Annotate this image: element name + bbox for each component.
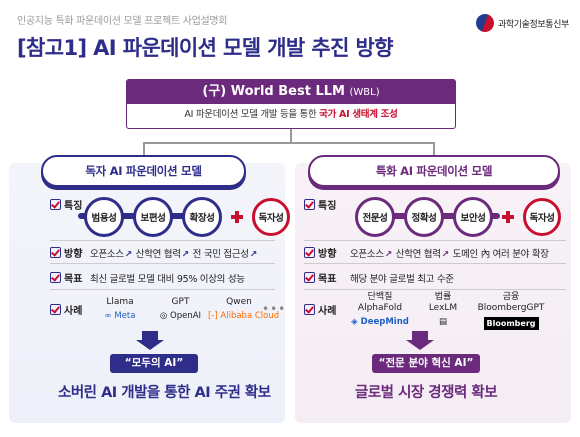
- right-features: 전문성 정확성 보안성 독자성: [355, 197, 561, 237]
- right-arrow-stem: [412, 331, 428, 341]
- feature-circle: 확장성: [182, 197, 222, 237]
- wbl-description: AI 파운데이션 모델 개발 등을 통한 국가 AI 생태계 조성: [127, 106, 455, 120]
- wbl-title-abbr: (WBL): [349, 87, 380, 98]
- wbl-box: [126, 79, 456, 129]
- check-icon: [304, 199, 315, 210]
- page-title: [참고1] AI 파운데이션 모델 개발 추진 방향: [17, 36, 394, 60]
- left-result: 소버린 AI 개발을 통한 AI 주권 확보: [58, 385, 271, 401]
- right-examples-label: 사례: [304, 302, 336, 317]
- connector-vertical: [290, 129, 292, 143]
- lexlm-logo-icon: ▤: [438, 317, 448, 327]
- left-features-label: 특징: [50, 197, 82, 212]
- divider: [304, 240, 566, 241]
- check-icon: [50, 304, 61, 315]
- left-features: 범용성 보편성 확장성 독자성: [84, 197, 290, 237]
- right-panel-title: 특화 AI 파운데이션 모델: [308, 155, 560, 187]
- example-llama: Llama∞ Meta: [95, 297, 145, 322]
- taegeuk-emblem-icon: [473, 11, 497, 35]
- example-qwen: Qwen[-] Alibaba Cloud: [208, 297, 280, 321]
- divider: [304, 263, 566, 264]
- connector-right: [433, 142, 435, 156]
- connector-horizontal: [143, 142, 433, 144]
- check-icon: [304, 247, 315, 258]
- right-direction-label: 방향: [304, 245, 336, 260]
- right-features-label: 특징: [304, 197, 336, 212]
- right-goal-label: 목표: [304, 270, 336, 285]
- left-goal-label: 목표: [50, 270, 82, 285]
- wbl-desc-highlight: 국가 AI 생태계 조성: [319, 109, 398, 120]
- connector-left: [143, 142, 145, 156]
- right-result: 글로벌 시장 경쟁력 확보: [355, 385, 498, 401]
- arrow-up-icon: ↗: [124, 250, 133, 260]
- right-tag: “전문 분야 혁신 AI”: [372, 354, 480, 373]
- feature-circle: 보편성: [133, 197, 173, 237]
- divider: [50, 263, 275, 264]
- left-examples-label: 사례: [50, 302, 82, 317]
- divider: [304, 289, 566, 290]
- arrow-up-icon: ↗: [384, 250, 393, 260]
- deepmind-logo: ◈ DeepMind: [351, 317, 409, 327]
- wbl-title-main: (구) World Best LLM: [202, 84, 350, 99]
- left-goal: 최신 글로벌 모델 대비 95% 이상의 성능: [90, 274, 245, 285]
- divider: [50, 240, 275, 241]
- left-direction-label: 방향: [50, 245, 82, 260]
- ministry-name: 과학기술정보통신부: [498, 19, 569, 30]
- feature-circle: 정확성: [404, 197, 444, 237]
- plus-icon: [502, 211, 514, 223]
- check-icon: [50, 199, 61, 210]
- right-goal: 해당 분야 글로벌 최고 수준: [350, 274, 454, 285]
- ministry-logo: 과학기술정보통신부: [473, 11, 569, 35]
- arrow-up-icon: ↗: [249, 250, 258, 260]
- left-arrow-stem: [142, 331, 158, 341]
- check-icon: [304, 272, 315, 283]
- arrow-up-icon: ↗: [441, 250, 450, 260]
- feature-circle-plus: 독자성: [252, 198, 290, 236]
- check-icon: [50, 247, 61, 258]
- openai-logo: ◎ OpenAI: [159, 311, 202, 321]
- bloomberg-logo: Bloomberg: [483, 317, 539, 330]
- plus-icon: [231, 211, 243, 223]
- meta-logo: ∞ Meta: [104, 311, 136, 321]
- header-subtitle: 인공지능 특화 파운데이션 모델 프로젝트 사업설명회: [17, 16, 228, 27]
- right-direction: 오픈소스↗ 산학연 협력↗ 도메인 內 여러 분야 확장: [350, 249, 549, 260]
- example-gpt: GPT◎ OpenAI: [153, 297, 208, 322]
- left-direction: 오픈소스↗ 산학연 협력↗ 전 국민 접근성↗: [90, 249, 258, 260]
- divider: [50, 289, 275, 290]
- left-tag: “모두의 AI”: [110, 354, 198, 373]
- arrow-up-icon: ↗: [181, 250, 190, 260]
- left-down-arrow-icon: [136, 340, 164, 350]
- feature-circle: 보안성: [453, 197, 493, 237]
- feature-circle: 전문성: [355, 197, 395, 237]
- more-dots: •••: [262, 302, 287, 316]
- alibaba-cloud-logo: [-] Alibaba Cloud: [208, 311, 280, 321]
- feature-circle: 범용성: [84, 197, 124, 237]
- feature-circle-plus: 독자성: [523, 198, 561, 236]
- check-icon: [50, 272, 61, 283]
- left-panel-title: 독자 AI 파운데이션 모델: [41, 155, 246, 187]
- check-icon: [304, 304, 315, 315]
- right-down-arrow-icon: [406, 340, 434, 350]
- wbl-title: (구) World Best LLM (WBL): [127, 80, 455, 104]
- wbl-desc-text: AI 파운데이션 모델 개발 등을 통한: [184, 109, 320, 120]
